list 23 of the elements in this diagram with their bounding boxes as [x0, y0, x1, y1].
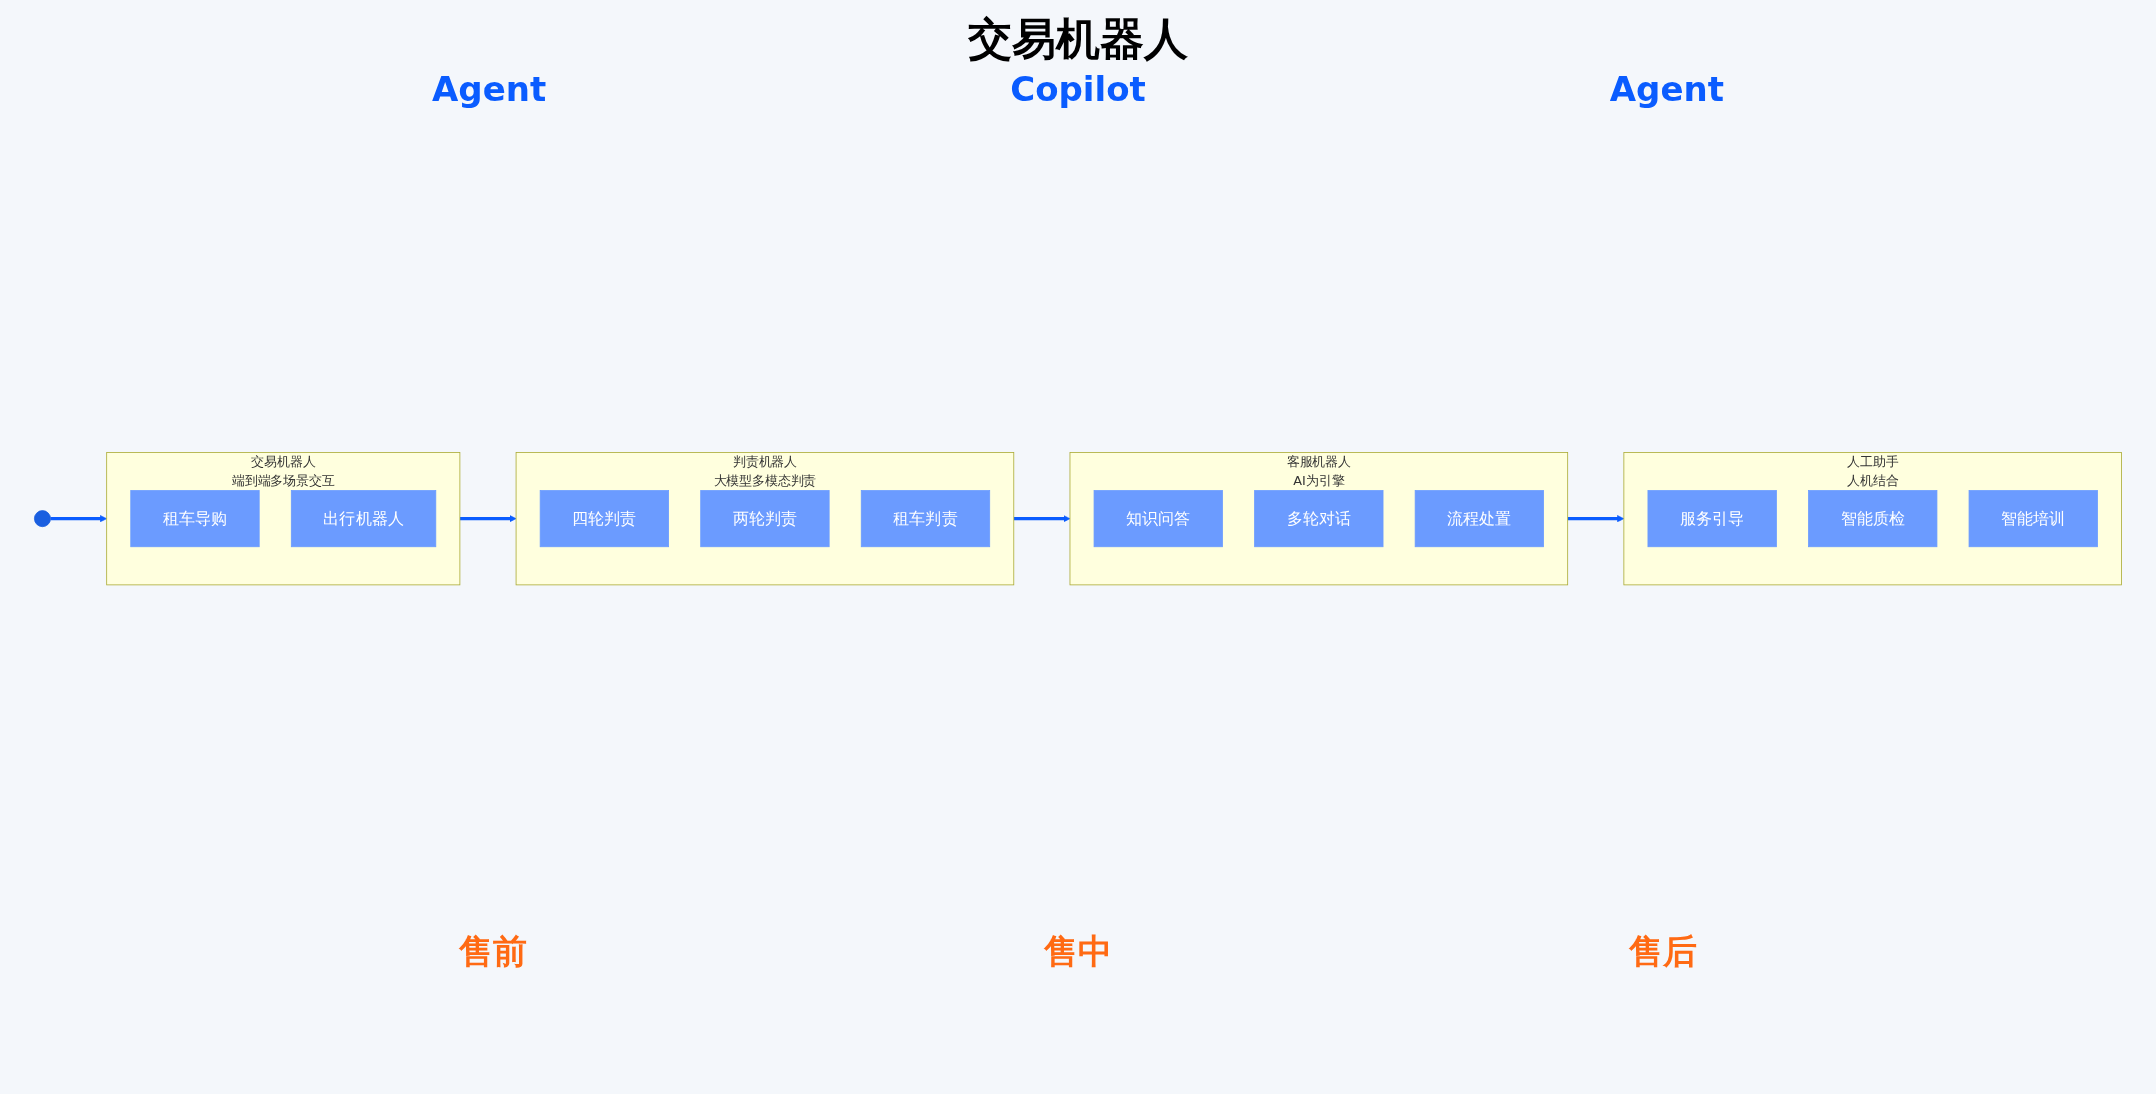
node-box: 租车判责 — [860, 490, 991, 548]
arrow — [1013, 515, 1071, 523]
node-box: 租车导购 — [130, 490, 260, 548]
node-box: 智能质检 — [1808, 490, 1938, 548]
node-box: 知识问答 — [1093, 490, 1223, 548]
node-person — [34, 510, 51, 528]
node-box: 流程处置 — [1414, 490, 1544, 548]
node-box: 多轮对话 — [1254, 490, 1384, 548]
arrow — [50, 515, 107, 523]
node-box: 智能培训 — [1968, 490, 2098, 548]
node-box: 两轮判责 — [700, 490, 830, 548]
role-label: Copilot — [1010, 69, 1146, 109]
role-label: Agent — [1609, 69, 1724, 109]
stage-label: 售后 — [1629, 930, 1698, 973]
stage-label: 售前 — [458, 930, 527, 973]
arrow — [459, 515, 517, 523]
title: 交易机器人 — [967, 12, 1189, 66]
stage-label: 售中 — [1044, 930, 1112, 973]
node-box: 四轮判责 — [539, 490, 669, 548]
arrow — [1567, 515, 1625, 523]
node-box: 服务引导 — [1647, 490, 1777, 548]
node-box: 出行机器人 — [290, 490, 437, 548]
role-label: Agent — [432, 69, 547, 109]
